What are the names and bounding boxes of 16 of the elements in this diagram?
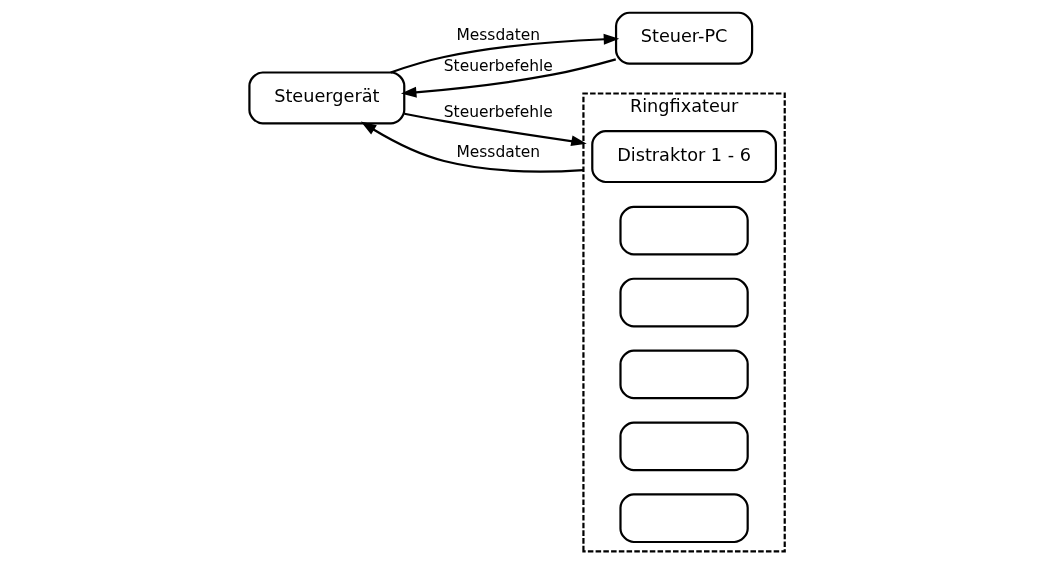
node-box (618, 493, 749, 544)
node-box (618, 205, 749, 256)
edge-label: Messdaten (455, 25, 540, 44)
edge-label: Steuerbefehle (443, 102, 553, 121)
edge-label: Messdaten (455, 142, 540, 161)
node-box (618, 349, 749, 400)
node-box (618, 421, 749, 472)
node-box: Steuer-PC (614, 11, 753, 65)
arrow (400, 58, 616, 98)
arrow (389, 33, 619, 74)
node-box (618, 277, 749, 328)
arrow (360, 121, 583, 173)
node-box: Steuergerät (247, 71, 405, 125)
arrow (403, 112, 587, 147)
edge-label: Steuerbefehle (443, 56, 553, 75)
node-box: Distraktor 1 - 6 (590, 130, 777, 184)
